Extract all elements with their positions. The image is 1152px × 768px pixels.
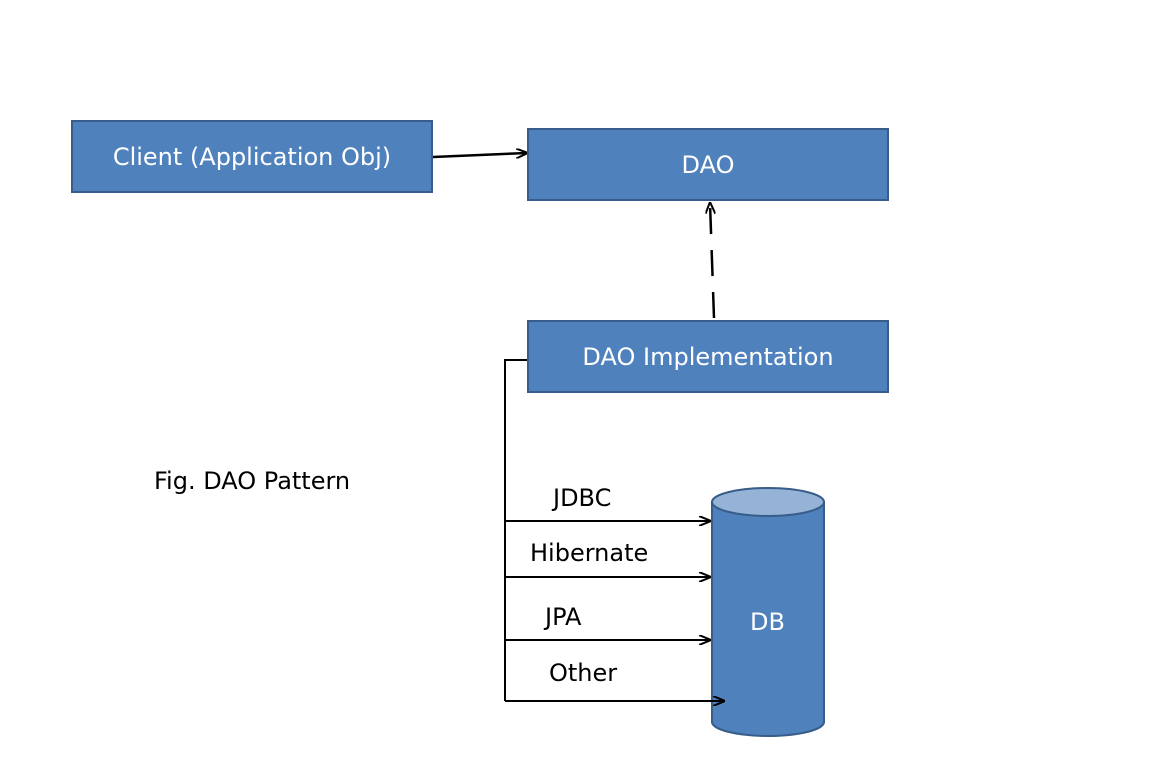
db-label: DB bbox=[750, 608, 785, 636]
dao-implementation-box-label: DAO Implementation bbox=[582, 342, 834, 371]
impl-connector-line bbox=[504, 359, 528, 701]
client-to-dao-arrow bbox=[432, 153, 527, 157]
impl-to-dao-dashed-arrow bbox=[710, 203, 714, 319]
db-cylinder-body bbox=[711, 501, 825, 737]
jpa-label: JPA bbox=[545, 603, 582, 631]
db-cylinder bbox=[711, 487, 825, 737]
client-box: Client (Application Obj) bbox=[71, 120, 433, 193]
figure-caption: Fig. DAO Pattern bbox=[154, 467, 351, 495]
dao-implementation-box: DAO Implementation bbox=[527, 320, 889, 393]
dao-box-label: DAO bbox=[681, 150, 735, 179]
client-box-label: Client (Application Obj) bbox=[112, 142, 392, 171]
db-cylinder-top bbox=[711, 487, 825, 517]
jdbc-label: JDBC bbox=[553, 484, 612, 512]
dao-box: DAO bbox=[527, 128, 889, 201]
hibernate-label: Hibernate bbox=[530, 539, 649, 567]
other-label: Other bbox=[549, 659, 618, 687]
